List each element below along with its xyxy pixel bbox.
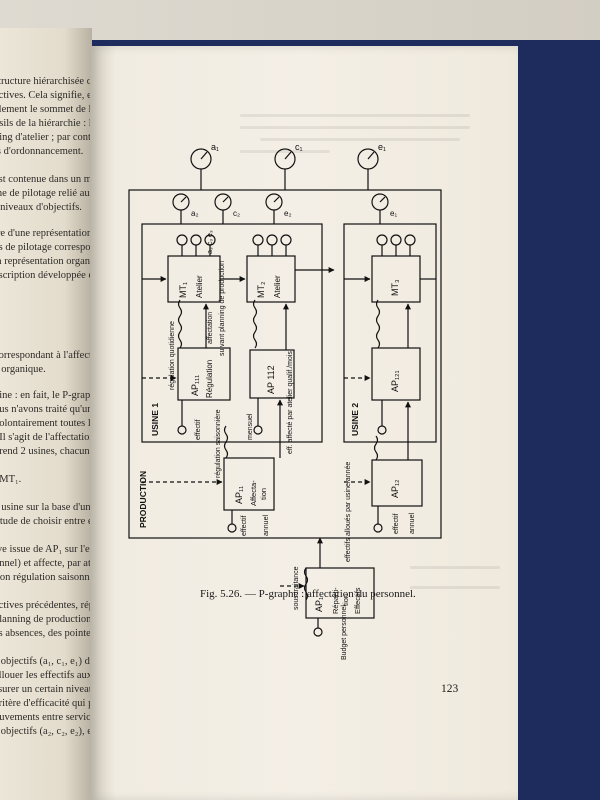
show-through-text xyxy=(410,566,500,569)
box-label: MT₁ xyxy=(178,282,188,298)
show-through-text xyxy=(410,586,500,589)
box-label: Atelier xyxy=(195,275,204,298)
box-label: MT₃ xyxy=(390,279,400,296)
box-label: tion xyxy=(341,594,350,606)
show-through-text xyxy=(240,114,470,117)
left-text-line: ning d'atelier ; par contre, ce xyxy=(0,132,92,143)
left-text-line: ouvements entre services xyxy=(0,712,92,723)
left-text-line: ine de pilotage relié aux sorties xyxy=(0,188,92,199)
flow-label: effectifs alloués par usine/année xyxy=(345,462,352,562)
left-text-line: tion régulation saisonnière. xyxy=(0,572,92,583)
objective-label: c₂ xyxy=(233,209,240,218)
box-label: Atelier xyxy=(273,275,282,298)
box-label: MT₂ xyxy=(256,281,266,298)
left-text-line: correspondant à l'affectation du xyxy=(0,350,92,361)
ap111-box xyxy=(177,347,231,401)
left-text-line: ire d'une représentation orga- xyxy=(0,228,92,239)
flow-label: effectif xyxy=(241,515,248,536)
box-label: AP₁ xyxy=(314,597,324,612)
box-label: Régulation xyxy=(205,360,214,398)
left-text-line: structure hiérarchisée d'acti- xyxy=(0,76,92,87)
left-text-line: e usine sur la base d'un budget xyxy=(0,502,92,513)
box-label: AP₁₂₁ xyxy=(390,370,400,392)
flow-label: annuel xyxy=(263,515,270,536)
left-text-line: escription développée du M.P. xyxy=(0,270,92,281)
left-text-line: titude de choisir entre embauche, xyxy=(0,516,92,527)
objective-label: e₁ xyxy=(390,209,397,218)
flow-label: suivant planning de production xyxy=(219,261,226,356)
left-text-line: s objectifs (a₁, c₁, e₁) d'atteindre xyxy=(0,656,92,667)
flow-label: effectif xyxy=(393,513,400,534)
left-text-line: est contenue dans un modèle xyxy=(0,174,92,185)
left-text-line: planning de production et effectue xyxy=(0,614,92,625)
left-text-line: es absences, des pointes et creux xyxy=(0,628,92,639)
show-through-text xyxy=(240,150,330,153)
left-text-line: ts d'ordonnancement. xyxy=(0,146,84,157)
mt2-box xyxy=(246,255,296,303)
flow-label: a₃ c₃ e₃ xyxy=(207,230,214,254)
left-text-line: uine : en fait, le P-graphe corres- xyxy=(0,390,92,401)
objective-label: e₂ xyxy=(284,209,292,218)
left-text-line: onnel) et affecte, par atelier, le xyxy=(0,558,92,569)
left-text-line: s objectifs (a₂, c₂, e₂), etc. Ce modèle xyxy=(0,726,92,737)
usine1-label: USINE 1 xyxy=(150,403,160,436)
ap11-box xyxy=(223,457,275,511)
page-number: 123 xyxy=(441,683,459,695)
flow-label: eff. affecté par atelier qualif./mois xyxy=(287,351,294,454)
left-text-line: e organique. xyxy=(0,364,46,375)
left-text-line: , MT₁. xyxy=(0,474,22,485)
left-text-line: prend 2 usines, chacune ayant xyxy=(0,446,92,457)
ap121-box xyxy=(371,347,421,401)
ap12-box xyxy=(371,459,423,507)
flow-label: annuel xyxy=(409,513,416,534)
objective-label: c₁ xyxy=(295,142,303,152)
flow-label: sous traitance xyxy=(293,566,300,610)
flow-label: régulation quotidienne xyxy=(169,321,176,390)
right-page xyxy=(90,46,518,800)
box-label: AP 112 xyxy=(266,365,276,394)
box-label: tion xyxy=(259,488,268,500)
left-text-line: . Il s'agit de l'affectation du xyxy=(0,432,92,443)
ap112-box xyxy=(249,349,295,399)
left-text-line: la représentation organique xyxy=(0,256,92,267)
objective-label: a₂ xyxy=(191,209,199,218)
box-label: AP₁₂ xyxy=(390,479,400,498)
left-text-line: es de pilotage correspondant à xyxy=(0,242,92,253)
left-text-line: ive issue de AP₁ sur l'effectif xyxy=(0,544,92,555)
left-text-line: r niveaux d'objectifs. xyxy=(0,202,82,213)
box-label: AP₁₁₁ xyxy=(190,375,200,396)
show-through-text xyxy=(260,138,460,141)
figure-caption: Fig. 5.26. — P-graphe : affectation du p… xyxy=(200,588,416,600)
flow-label: régulation saisonnière xyxy=(215,409,222,478)
left-page: structure hiérarchisée d'acti- ectives. … xyxy=(0,28,92,800)
objective-label: e₁ xyxy=(378,142,386,152)
usine1-frame xyxy=(141,223,323,443)
left-text-line: ous n'avons traité qu'une partie xyxy=(0,404,92,415)
usine2-label: USINE 2 xyxy=(350,403,360,436)
production-label: PRODUCTION xyxy=(138,471,148,528)
mt1-box xyxy=(167,255,221,303)
left-text-line: usils de la hiérarchie : le spé- xyxy=(0,118,92,129)
flow-label: mensuel xyxy=(247,413,254,440)
flow-label: effectif xyxy=(195,419,202,440)
box-label: AP₁₁ xyxy=(234,486,244,504)
show-through-text xyxy=(240,126,470,129)
left-text-line: volontairement toutes les autres xyxy=(0,418,92,429)
objective-label: a₁ xyxy=(211,142,219,152)
left-text-line: critère d'efficacité qui pourra xyxy=(0,698,92,709)
left-text-line: allouer les effectifs aux usines xyxy=(0,670,92,681)
left-text-line: ssurer un certain niveau d'activité xyxy=(0,684,92,695)
flow-label: Budget personnel xyxy=(341,605,348,660)
box-label: Effectifs xyxy=(353,587,362,614)
box-label: Réparti- xyxy=(331,587,340,614)
flow-label: affectation xyxy=(207,312,214,344)
left-text-line: alement le sommet de la hiérar- xyxy=(0,104,92,115)
usine2-frame xyxy=(343,223,437,443)
box-label: Affecta- xyxy=(249,480,258,506)
